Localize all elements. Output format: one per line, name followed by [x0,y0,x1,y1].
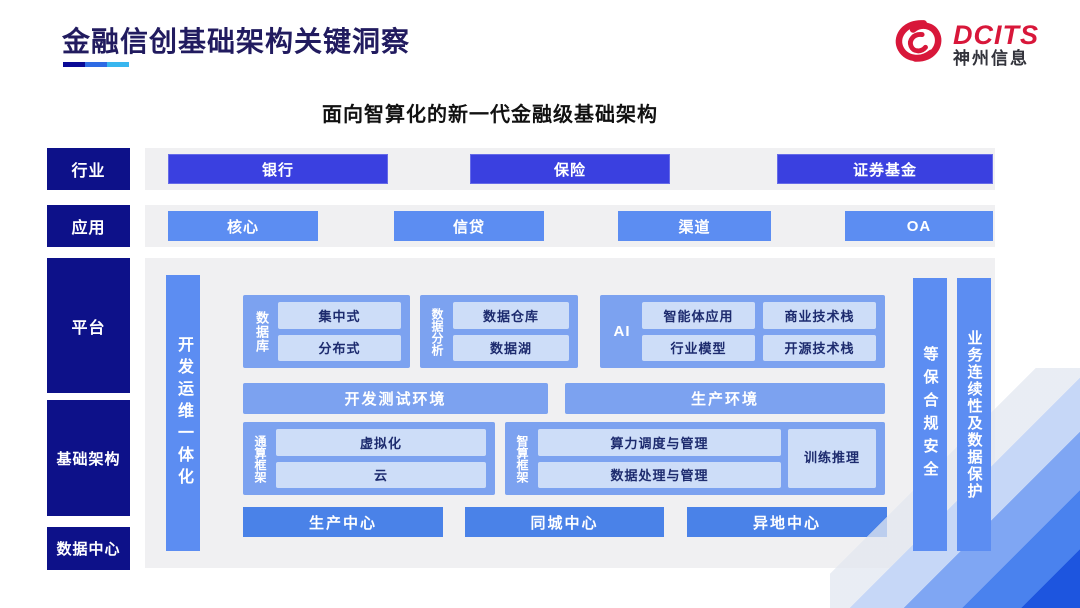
dcits-swirl-icon [893,16,945,73]
database-group-label: 数据库 [254,310,269,353]
ai-item-industry-model: 行业模型 [642,334,755,361]
application-item-core: 核心 [168,211,318,241]
logo-brand-text: DCITS [953,20,1039,51]
logo-company-text: 神州信息 [953,48,1029,68]
title-underline [63,62,129,67]
smart-computing-framework-label: 智算框架 [515,434,529,483]
general-computing-framework-label: 通算框架 [253,434,267,483]
data-analysis-group-label: 数据分析 [430,307,444,356]
data-analysis-group: 数据分析 数据仓库 数据湖 [420,295,578,368]
business-continuity-label: 业务连续性及数据保护 [965,329,983,500]
ai-group-label: AI [613,323,631,340]
rail-label-datacenter: 数据中心 [47,527,130,570]
rail-label-application: 应用 [47,205,130,247]
production-center: 生产中心 [243,507,443,537]
dev-test-environment: 开发测试环境 [243,383,548,414]
industry-item-bank: 银行 [168,154,388,184]
general-computing-framework-group: 通算框架 虚拟化 云 [243,422,495,495]
compliance-security-bar: 等保合规安全 [913,278,947,551]
rail-label-industry: 行业 [47,148,130,190]
database-item-centralized: 集中式 [278,302,401,329]
smart-item-compute-scheduling: 算力调度与管理 [538,429,781,456]
database-group: 数据库 集中式 分布式 [243,295,410,368]
general-item-virtualization: 虚拟化 [276,429,486,456]
application-item-channel: 渠道 [618,211,771,241]
ai-group: AI 智能体应用 商业技术栈 行业模型 开源技术栈 [600,295,885,368]
compliance-security-label: 等保合规安全 [921,345,939,484]
industry-item-insurance: 保险 [470,154,670,184]
devops-integration-bar: 开发运维一体化 [166,275,200,551]
diagonal-stripes-decoration [830,368,1080,608]
business-continuity-bar: 业务连续性及数据保护 [957,278,991,551]
rail-label-infrastructure: 基础架构 [47,400,130,516]
same-city-center: 同城中心 [465,507,664,537]
ai-item-open-source-stack: 开源技术栈 [763,334,876,361]
page-title: 金融信创基础架构关键洞察 [62,26,411,57]
diagram-title: 面向智算化的新一代金融级基础架构 [322,104,658,126]
ai-item-commercial-stack: 商业技术栈 [763,302,876,329]
smart-item-data-processing: 数据处理与管理 [538,461,781,488]
company-logo: DCITS 神州信息 [893,16,1039,73]
application-item-credit: 信贷 [394,211,544,241]
devops-integration-label: 开发运维一体化 [175,336,192,490]
data-analysis-item-lake: 数据湖 [453,334,569,361]
application-item-oa: OA [845,211,993,241]
database-item-distributed: 分布式 [278,334,401,361]
data-analysis-item-warehouse: 数据仓库 [453,302,569,329]
general-item-cloud: 云 [276,461,486,488]
industry-item-securities: 证券基金 [777,154,993,184]
rail-label-platform: 平台 [47,258,130,393]
ai-item-agent-app: 智能体应用 [642,302,755,329]
smart-computing-framework-group: 智算框架 算力调度与管理 数据处理与管理 训练推理 [505,422,885,495]
